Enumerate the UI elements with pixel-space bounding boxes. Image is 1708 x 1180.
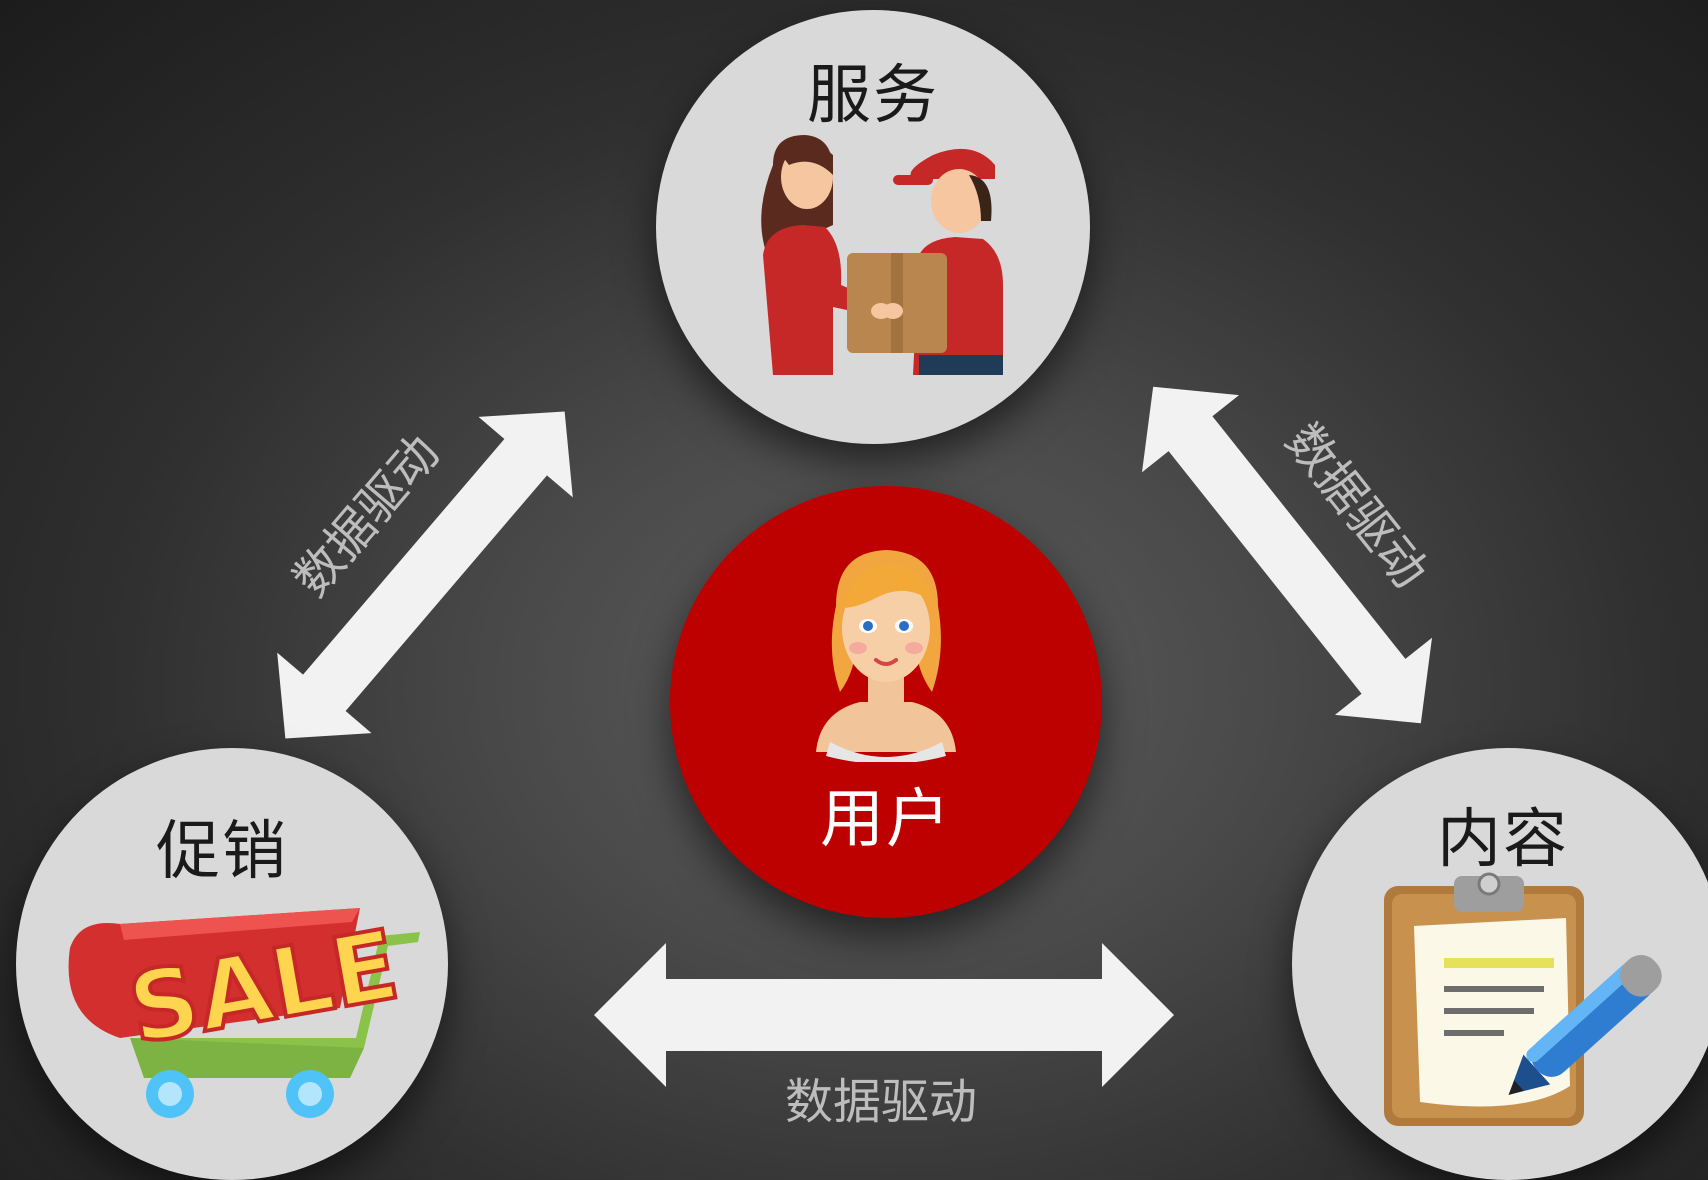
sale-cart-icon: SALE	[68, 907, 420, 1118]
arrow-promotion-service	[277, 411, 573, 739]
edge-label-bottom: 数据驱动	[785, 1074, 978, 1130]
promotion-node: 促销 SALE	[16, 748, 448, 1180]
service-node: 服务	[656, 10, 1090, 444]
arrow-service-content	[1141, 386, 1433, 724]
clipboard-pen-icon	[1384, 872, 1662, 1126]
user-avatar-icon	[816, 550, 956, 762]
handover-box-icon	[761, 135, 1003, 375]
user-label: 用户	[820, 783, 952, 857]
arrow-promotion-content	[594, 943, 1174, 1087]
content-label: 内容	[1437, 803, 1569, 877]
service-label: 服务	[807, 59, 939, 133]
content-node: 内容	[1292, 748, 1708, 1180]
user-node: 用户	[670, 486, 1102, 918]
promotion-label: 促销	[156, 815, 288, 889]
